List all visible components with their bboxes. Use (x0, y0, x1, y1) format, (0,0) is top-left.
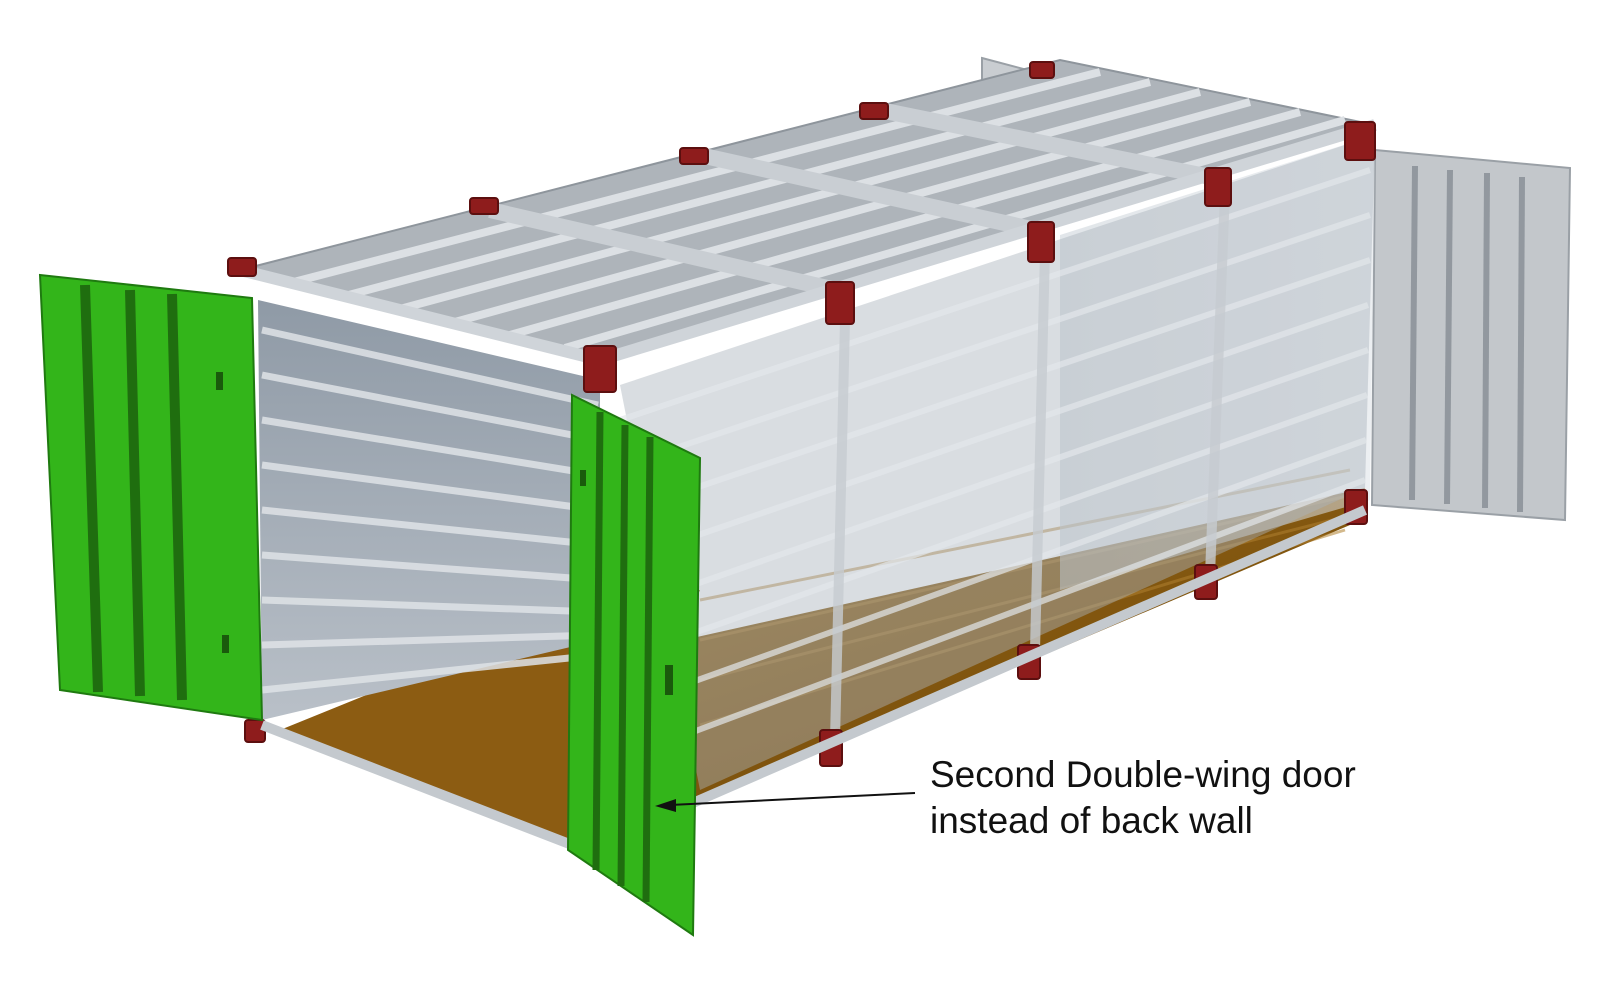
annotation-line-1: Second Double-wing door (930, 754, 1356, 795)
annotation-line-2: instead of back wall (930, 800, 1253, 841)
back-door-right-wing (1370, 148, 1572, 522)
annotation-label: Second Double-wing door instead of back … (930, 752, 1356, 844)
left-side-wall (258, 300, 600, 720)
corner-castings (227, 61, 1376, 767)
front-door-right-wing (566, 393, 702, 937)
annotation-arrow (655, 792, 916, 812)
right-side-wall (619, 135, 1375, 790)
front-door-left-wing (38, 273, 264, 722)
